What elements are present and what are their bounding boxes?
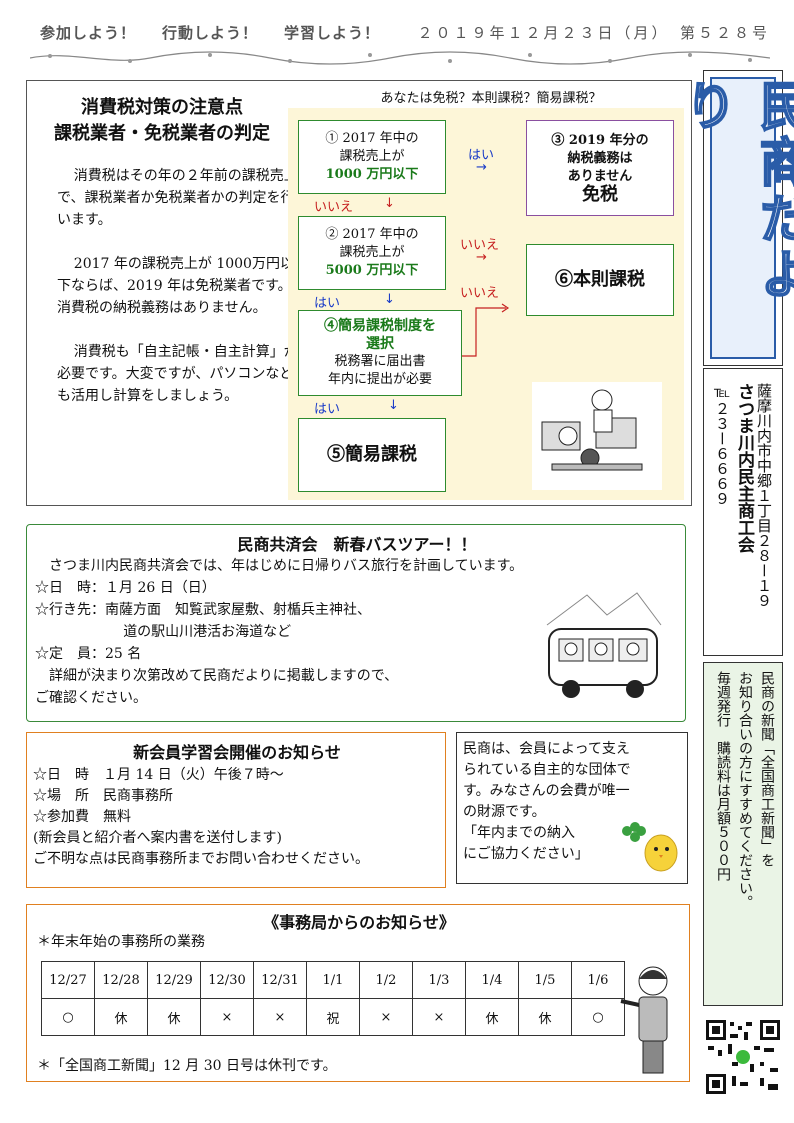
arrow-down-icon: ↓ (384, 196, 395, 211)
schedule-status-cell: × (200, 998, 254, 1036)
address-line: 薩摩川内市中郷１丁目２８ー１９ (755, 383, 773, 608)
schedule-date-cell: 1/6 (571, 961, 625, 999)
tax-title: 消費税対策の注意点課税業者・免税業者の判定 (54, 97, 270, 144)
schedule-status-cell: × (253, 998, 307, 1036)
label-no: いいえ (314, 200, 354, 215)
bustour-title: 民商共済会 新春バスツアー！！ (237, 535, 477, 554)
schedule-date-cell: 12/27 (41, 961, 95, 999)
bustour-destination: ☆行き先：南薩方面 知覧武家屋敷、射楯兵主神社、 (35, 602, 371, 618)
bus-illustration-icon (546, 592, 662, 698)
slogan-join: 参加しよう！ (40, 23, 137, 42)
schedule-status-cell: × (359, 998, 413, 1036)
study-fee: ☆参加費 無料 (33, 809, 131, 825)
office-subtitle: ＊年末年始の事務所の業務 (37, 934, 205, 950)
arrow-down-icon: ↓ (384, 292, 395, 307)
issue-date: ２０１９年１２月２３日（月） 第５２８号 (417, 23, 770, 42)
newspaper-promo: 民商の新聞「全国商工新聞」を お知り合いの方にすすめてください。 毎週発行 購読… (703, 662, 783, 1006)
office-title: 《事務局からのお知らせ》 (263, 913, 455, 932)
bustour-section: 民商共済会 新春バスツアー！！ さつま川内民商共済会では、年はじめに日帰りバス旅… (26, 524, 686, 722)
schedule-status-cell: × (412, 998, 466, 1036)
slogan-learn: 学習しよう！ (284, 23, 381, 42)
label-yes: はい (468, 148, 495, 163)
bustour-destination: 道の駅山川港活お海道など (123, 624, 292, 640)
masthead: 民商だより (674, 70, 794, 366)
office-lady-illustration-icon (620, 966, 668, 1074)
schedule-status-cell: 休 (465, 998, 519, 1036)
label-no: いいえ (460, 286, 500, 301)
label-no: いいえ (460, 238, 500, 253)
schedule-status-cell: 祝 (306, 998, 360, 1036)
bustour-intro: さつま川内民商共済会では、年はじめに日帰りバス旅行を計画しています。 (49, 558, 524, 574)
flow-box-6-standard: ⑥本則課税 (526, 244, 674, 316)
dues-notice: 民商は、会員によって支え られている自主的な団体で す。みなさんの会費が唯一 の… (456, 732, 688, 884)
bustour-note: ご確認ください。 (35, 690, 147, 706)
tax-body: 消費税はその年の２年前の課税売上で、課税業者か免税業者かの判定を行います。 20… (57, 165, 305, 429)
tax-paragraph: 2017 年の課税売上が 1000万円以下ならば、2019 年は免税業者です。消… (57, 256, 294, 316)
study-contact: ご不明な点は民商事務所までお問い合わせください。 (33, 851, 369, 867)
issue-number: 第５２８号 (679, 23, 770, 42)
schedule-status-cell: 休 (518, 998, 572, 1036)
schedule-date-cell: 12/28 (94, 961, 148, 999)
flow-question: あなたは免税？本則課税？簡易課税？ (380, 91, 602, 106)
tax-paragraph: 消費税も「自主記帳・自主計算」が必要です。大変ですが、パソコンなども活用し計算を… (57, 344, 298, 404)
masthead-title: 民商だより (674, 78, 794, 304)
schedule-date-cell: 12/30 (200, 961, 254, 999)
slogans: 参加しよう！ 行動しよう！ 学習しよう！ (40, 22, 406, 43)
bustour-note: 詳細が決まり次第改めて民商だよりに掲載しますので、 (49, 668, 399, 684)
office-footnote: ＊「全国商工新聞」12 月 30 日号は休刊です。 (37, 1058, 337, 1074)
schedule-status-cell: ○ (41, 998, 95, 1036)
promo-line: 民商の新聞「全国商工新聞」を (759, 671, 775, 867)
schedule-date-cell: 1/5 (518, 961, 572, 999)
study-meeting-section: 新会員学習会開催のお知らせ ☆日 時 １月 14 日（火）午後７時～ ☆場 所 … (26, 732, 446, 888)
bustour-capacity: ☆定 員：25 名 (35, 646, 142, 662)
schedule-date-cell: 1/4 (465, 961, 519, 999)
study-title: 新会員学習会開催のお知らせ (133, 743, 341, 762)
qr-code-icon[interactable] (704, 1018, 782, 1096)
dues-body: 民商は、会員によって支え られている自主的な団体で す。みなさんの会費が唯一 の… (463, 741, 631, 862)
office-workers-illustration-icon (532, 382, 662, 490)
flow-box-5-simplified: ⑤簡易課税 (298, 418, 446, 492)
bustour-body: さつま川内民商共済会では、年はじめに日帰りバス旅行を計画しています。 ☆日 時：… (35, 555, 595, 709)
promo-line: 毎週発行 購読料は月額５００円 (715, 671, 731, 881)
schedule-date-cell: 12/31 (253, 961, 307, 999)
header-bar: 参加しよう！ 行動しよう！ 学習しよう！ ２０１９年１２月２３日（月） 第５２８号 (40, 18, 770, 46)
flow-box-4-simplified-select: ④簡易課税制度を選択税務署に届出書年内に提出が必要 (298, 310, 462, 396)
schedule-status-cell: 休 (94, 998, 148, 1036)
schedule-date-cell: 1/2 (359, 961, 413, 999)
elbow-arrow-icon (462, 303, 510, 357)
phone-number: ℡２３ー６６６９ (713, 383, 731, 506)
tax-paragraph: 消費税はその年の２年前の課税売上で、課税業者か免税業者かの判定を行います。 (57, 168, 298, 228)
chick-clover-illustration-icon (622, 822, 678, 872)
study-place: ☆場 所 民商事務所 (33, 788, 173, 804)
slogan-act: 行動しよう！ (162, 23, 259, 42)
label-yes: はい (314, 296, 341, 311)
study-note: (新会員と紹介者へ案内書を送付します) (33, 830, 282, 846)
masthead-frame: 民商だより (674, 77, 794, 359)
arrow-right-icon: → (476, 250, 487, 265)
arrow-down-icon: ↓ (388, 398, 399, 413)
schedule-status-cell: 休 (147, 998, 201, 1036)
study-date: ☆日 時 １月 14 日（火）午後７時～ (33, 767, 284, 783)
tax-section: 消費税対策の注意点課税業者・免税業者の判定 消費税はその年の２年前の課税売上で、… (26, 80, 692, 506)
address-block: 薩摩川内市中郷１丁目２８ー１９ さつま川内民主商工会 ℡２３ー６６６９ (703, 368, 783, 656)
schedule-date-cell: 1/1 (306, 961, 360, 999)
promo-line: お知り合いの方にすすめてください。 (737, 671, 753, 909)
arrow-right-icon: → (476, 160, 487, 175)
flow-box-3-exempt: ③ 2019 年分の納税義務はありません免税 (526, 120, 674, 216)
schedule-status-row: ○休休××祝××休休○ (41, 998, 625, 1036)
label-yes: はい (314, 402, 341, 417)
study-body: ☆日 時 １月 14 日（火）午後７時～ ☆場 所 民商事務所 ☆参加費 無料 … (33, 765, 445, 870)
vine-divider (30, 51, 770, 65)
schedule-status-cell: ○ (571, 998, 625, 1036)
schedule-date-cell: 1/3 (412, 961, 466, 999)
organization-name: さつま川内民主商工会 (734, 383, 754, 553)
bustour-date: ☆日 時：１月 26 日（日） (35, 580, 216, 596)
schedule-date-cell: 12/29 (147, 961, 201, 999)
